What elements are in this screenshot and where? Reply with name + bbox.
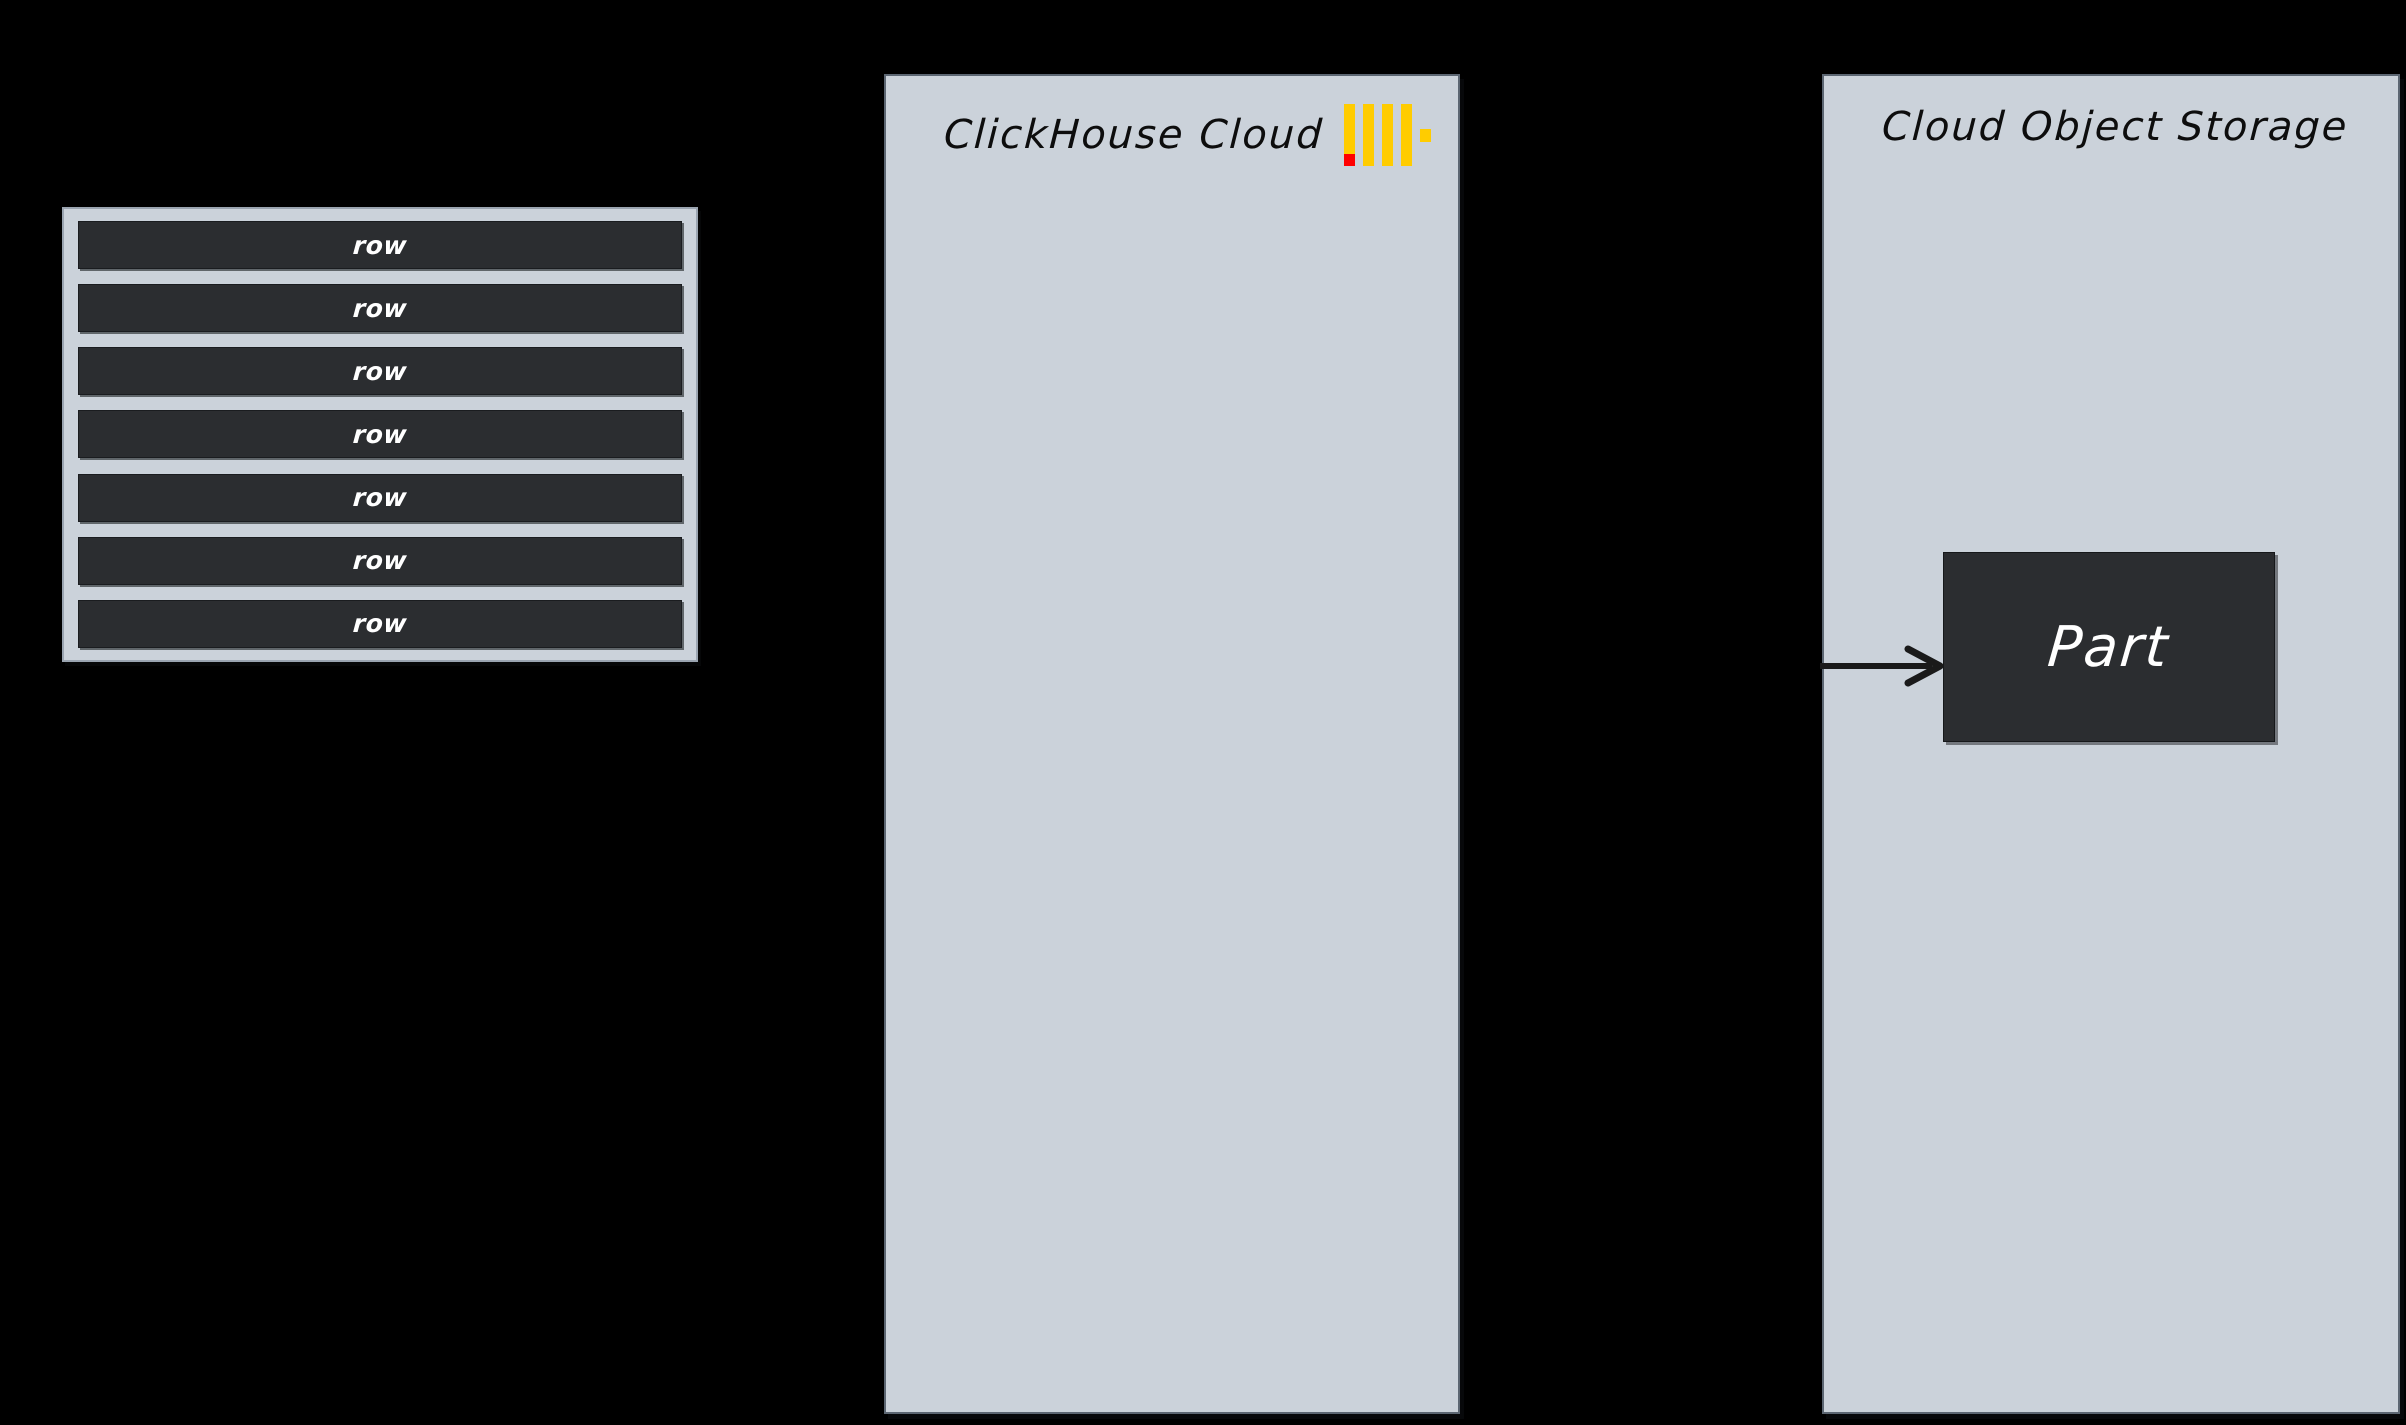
table-row: row xyxy=(78,410,682,459)
table-row-label: row xyxy=(351,546,409,576)
panel-title-cloud-object-storage: Cloud Object Storage xyxy=(1880,104,2350,150)
table-row: row xyxy=(78,221,682,269)
arrow-to-part-icon xyxy=(1820,645,1944,687)
panel-cloud-object-storage: Cloud Object Storage xyxy=(1822,74,2400,1414)
table-row-label: row xyxy=(351,293,409,323)
panel-clickhouse-cloud: ClickHouse Cloud xyxy=(884,74,1460,1414)
table-row-label: row xyxy=(351,483,409,513)
table-row: row xyxy=(78,284,682,333)
clickhouse-logo-icon xyxy=(1343,104,1431,166)
table-row: row xyxy=(78,473,682,522)
panel-title-label: ClickHouse Cloud xyxy=(942,112,1325,158)
part-box: Part xyxy=(1943,552,2275,742)
table-row: row xyxy=(78,347,682,396)
panel-title-clickhouse-cloud: ClickHouse Cloud xyxy=(942,104,1431,166)
table-row-label: row xyxy=(351,230,409,260)
table-row: row xyxy=(78,536,682,585)
table-row-label: row xyxy=(351,356,409,386)
part-box-label: Part xyxy=(2045,614,2173,680)
table-row-label: row xyxy=(351,419,409,449)
rows-table: row row row row row row row xyxy=(62,207,698,662)
table-row-label: row xyxy=(351,609,409,639)
table-row: row xyxy=(78,599,682,648)
panel-title-label: Cloud Object Storage xyxy=(1880,104,2350,150)
